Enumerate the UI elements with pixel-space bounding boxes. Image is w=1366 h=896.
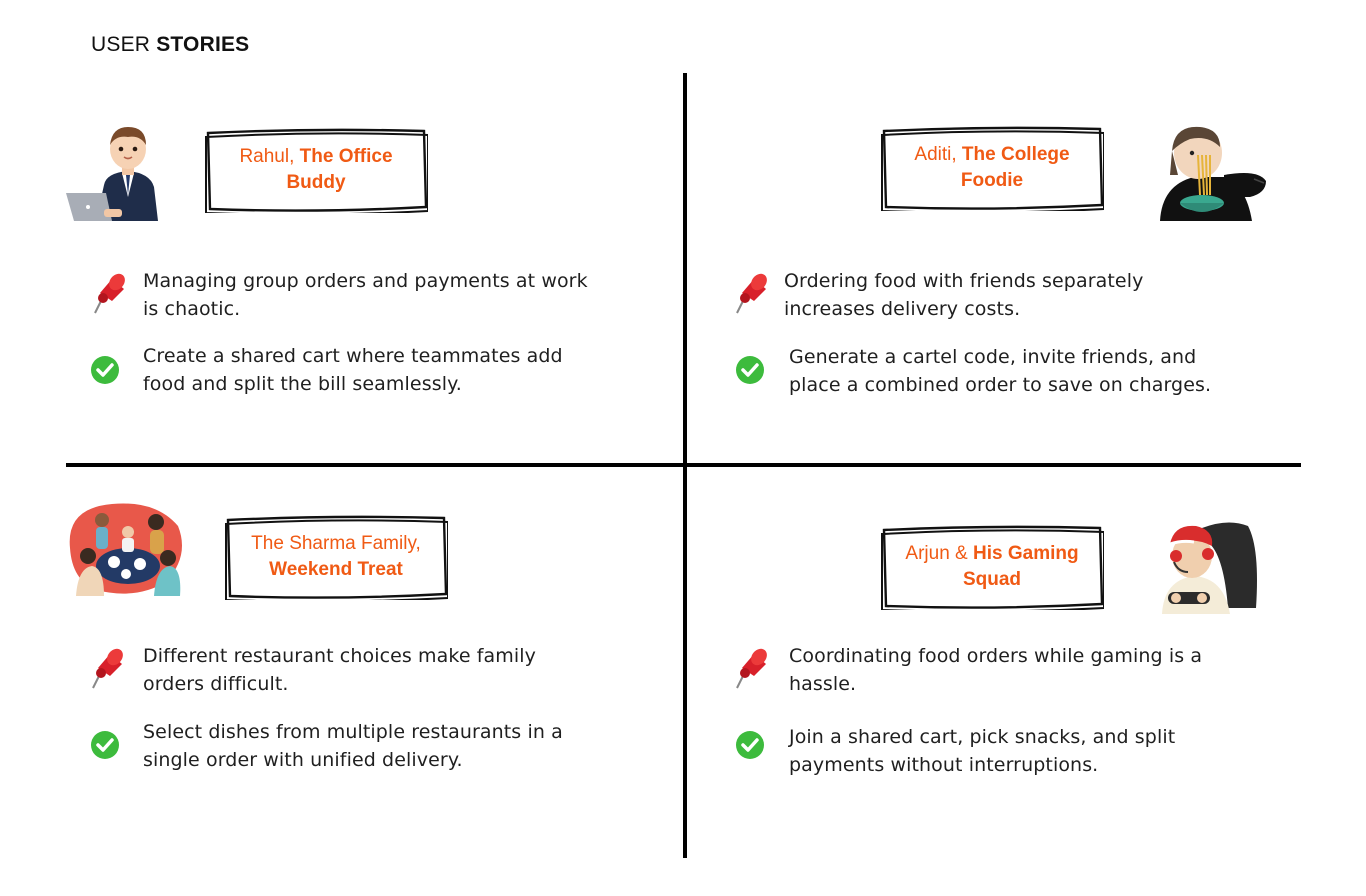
solution-text: Select dishes from multiple restaurants … [143, 721, 563, 771]
pushpin-icon [736, 273, 767, 314]
family-dinner-icon [69, 503, 182, 596]
solution-text: Generate a cartel code, invite friends, … [789, 346, 1212, 396]
persona-name: Aditi, The College Foodie [914, 144, 1070, 191]
story-card-sharma-family: The Sharma Family,Weekend Treat Differen… [66, 490, 676, 870]
problem-text: Managing group orders and payments at wo… [143, 270, 588, 320]
persona-name: Arjun & His Gaming Squad [905, 543, 1079, 590]
horizontal-divider [66, 463, 1301, 467]
page-title: USER STORIES [91, 33, 249, 57]
persona-name-box: Rahul, The Office Buddy [204, 127, 428, 213]
green-check-icon [736, 731, 764, 759]
green-check-icon [91, 731, 119, 759]
solution-text: Create a shared cart where teammates add… [143, 345, 563, 395]
green-check-icon [91, 356, 119, 384]
gamer-headset-icon [1162, 522, 1257, 614]
title-strong: STORIES [156, 33, 250, 56]
pushpin-icon [736, 648, 767, 689]
problem-text: Different restaurant choices make family… [143, 645, 537, 695]
solution-text: Join a shared cart, pick snacks, and spl… [789, 726, 1176, 776]
persona-name: The Sharma Family,Weekend Treat [251, 533, 421, 580]
green-check-icon [736, 356, 764, 384]
persona-name-box: Aditi, The College Foodie [880, 125, 1104, 211]
title-prefix: USER [91, 33, 157, 56]
student-eating-noodles-icon [1160, 126, 1266, 221]
story-card-aditi: Aditi, The College Foodie Ordering food … [708, 95, 1318, 475]
pushpin-icon [94, 273, 125, 314]
persona-name: Rahul, The Office Buddy [239, 146, 393, 193]
pushpin-icon [92, 648, 123, 689]
persona-name-box: Arjun & His Gaming Squad [880, 524, 1104, 610]
problem-text: Ordering food with friends separately in… [784, 270, 1144, 320]
persona-name-box: The Sharma Family,Weekend Treat [224, 514, 448, 600]
story-card-rahul: Rahul, The Office Buddy Managing group o… [66, 95, 676, 475]
story-card-arjun: Arjun & His Gaming Squad Coordinating fo… [708, 490, 1318, 870]
problem-text: Coordinating food orders while gaming is… [789, 645, 1203, 695]
office-worker-laptop-icon [66, 127, 158, 221]
